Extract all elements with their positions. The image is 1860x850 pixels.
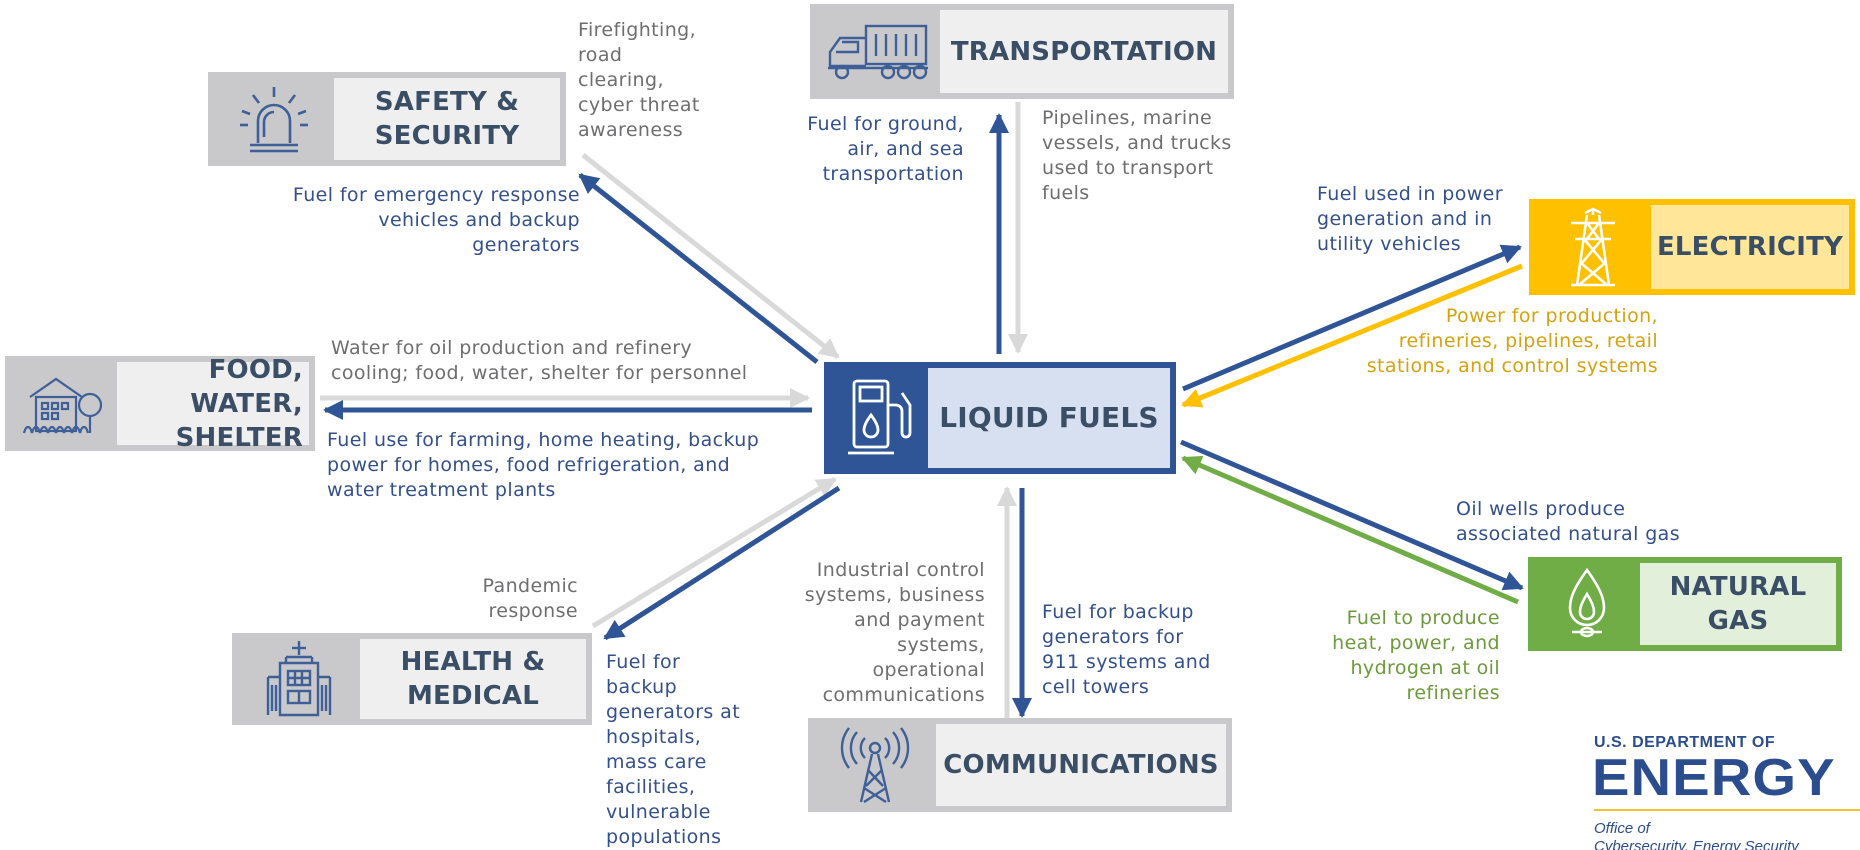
arrow-liquid-to-electricity: [1182, 244, 1522, 392]
arrow-liquid-to-safety: [578, 173, 819, 364]
sector-liquid-fuels: LIQUID FUELS: [824, 362, 1176, 474]
flow-label-safety-in: Firefighting, road clearing, cyber threa…: [578, 19, 700, 141]
flow-label-health-in: Pandemic response: [482, 575, 578, 622]
hospital-icon: [238, 639, 360, 719]
flow-label-electricity-out: Fuel used in power generation and in uti…: [1317, 183, 1503, 255]
logo-rule: [1594, 809, 1860, 811]
arrow-liquid-to-health: [603, 485, 841, 641]
flow-label-health-out: Fuel for backup generators at hospitals,…: [606, 651, 741, 848]
flow-label-food-out: Fuel use for farming, home heating, back…: [327, 429, 760, 501]
sector-label: COMMUNICATIONS: [936, 724, 1226, 806]
flow-label-transport-in: Pipelines, marine vessels, and trucks us…: [1042, 107, 1232, 204]
siren-icon: [214, 78, 334, 160]
sector-label: NATURAL GAS: [1640, 563, 1836, 645]
logo-department-text: U.S. DEPARTMENT OF: [1594, 734, 1776, 751]
arrow-health-to-liquid: [591, 476, 837, 629]
sector-transportation: TRANSPORTATION: [810, 4, 1234, 99]
flow-label-safety-out: Fuel for emergency response vehicles and…: [292, 184, 580, 256]
sector-health-medical: HEALTH & MEDICAL: [232, 633, 592, 725]
logo-energy-text: ENERGY: [1592, 749, 1836, 807]
arrow-liquid-to-natgas: [1180, 439, 1524, 591]
flow-label-transport-out: Fuel for ground, air, and sea transporta…: [807, 113, 964, 185]
flow-label-comms-out: Fuel for backup generators for 911 syste…: [1042, 601, 1211, 698]
arrow-safety-to-liquid: [581, 153, 840, 359]
fuel-pump-icon: [830, 368, 928, 468]
sector-label: TRANSPORTATION: [940, 10, 1228, 93]
flow-label-comms-in: Industrial control systems, business and…: [804, 559, 985, 706]
power-tower-icon: [1535, 205, 1651, 289]
flow-label-natgas-out: Oil wells produce associated natural gas: [1456, 498, 1681, 545]
arrow-electricity-to-liquid: [1181, 263, 1523, 408]
flame-icon: [1534, 563, 1640, 645]
sector-label: ELECTRICITY: [1651, 205, 1849, 289]
antenna-tower-icon: [814, 724, 936, 806]
sector-natural-gas: NATURAL GAS: [1528, 557, 1842, 651]
sector-safety-security: SAFETY & SECURITY: [208, 72, 566, 166]
flow-label-food-in: Water for oil production and refinery co…: [331, 337, 748, 384]
sector-label: FOOD, WATER, SHELTER: [117, 355, 309, 453]
sector-label: HEALTH & MEDICAL: [360, 639, 586, 719]
house-icon: [11, 362, 117, 445]
sector-electricity: ELECTRICITY: [1529, 199, 1855, 295]
sector-communications: COMMUNICATIONS: [808, 718, 1232, 812]
sector-food-water-shelter: FOOD, WATER, SHELTER: [5, 355, 315, 453]
sector-label: SAFETY & SECURITY: [334, 78, 560, 160]
truck-icon: [816, 10, 940, 93]
arrow-natgas-to-liquid: [1181, 455, 1519, 605]
sector-label: LIQUID FUELS: [928, 368, 1170, 468]
flow-label-electricity-in: Power for production, refineries, pipeli…: [1366, 305, 1658, 377]
flow-label-natgas-in: Fuel to produce heat, power, and hydroge…: [1332, 607, 1500, 704]
